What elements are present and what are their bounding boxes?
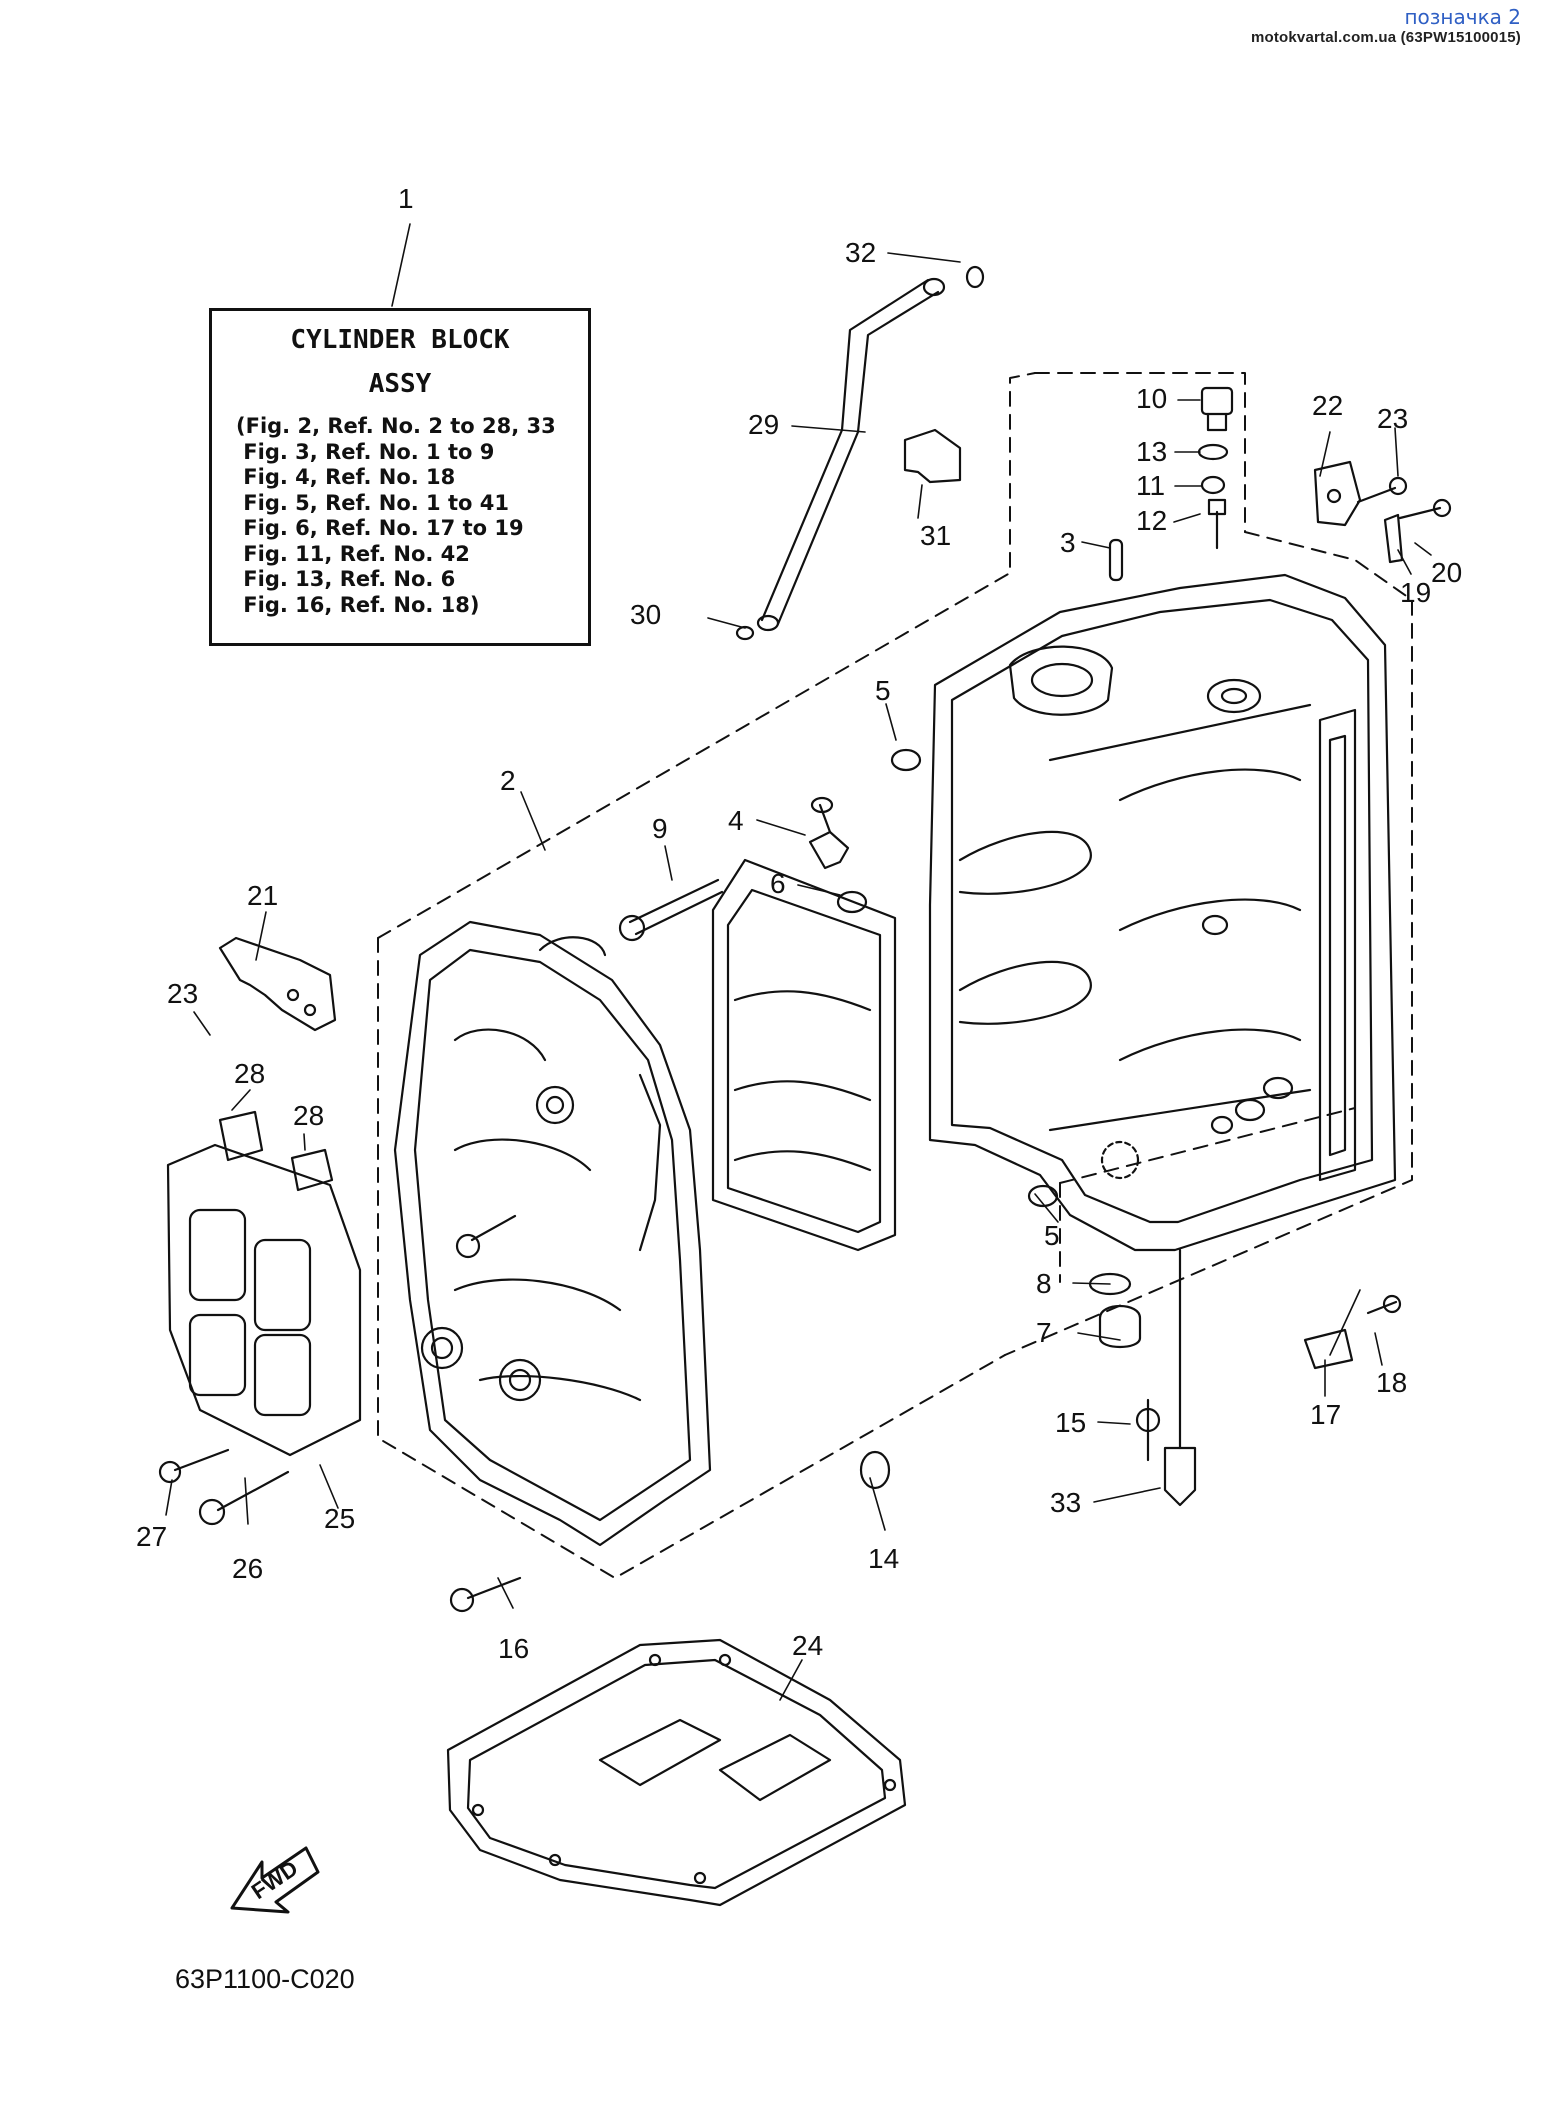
callout-17: 17 [1310, 1399, 1341, 1430]
cylinder-block-assy-box: CYLINDER BLOCK ASSY (Fig. 2, Ref. No. 2 … [209, 308, 591, 646]
diagram-code: 63P1100-C020 [175, 1964, 355, 1994]
page-header: позначка 2 motokvartal.com.ua (63PW15100… [1250, 5, 1521, 47]
callout-5: 5 [1044, 1220, 1060, 1251]
callout-10: 10 [1136, 383, 1167, 414]
callout-2: 2 [500, 765, 516, 796]
ref-line: Fig. 3, Ref. No. 1 to 9 [236, 439, 495, 464]
callout-12: 12 [1136, 505, 1167, 536]
dowel-pin [890, 748, 922, 772]
callout-9: 9 [652, 813, 668, 844]
ref-line: Fig. 6, Ref. No. 17 to 19 [236, 516, 524, 540]
leader-lines [165, 223, 1432, 1701]
callout-19: 19 [1400, 577, 1431, 608]
clip-part-17 [1303, 1328, 1354, 1370]
dowel-pin [836, 890, 868, 914]
callout-21: 21 [247, 880, 278, 911]
callout-8: 8 [1036, 1268, 1052, 1299]
callout-20: 20 [1431, 557, 1462, 588]
ref-line: Fig. 16, Ref. No. 18) [236, 592, 480, 617]
exhaust-cover-plate [711, 858, 897, 1252]
callout-29: 29 [748, 409, 779, 440]
cylinder-block-casting [928, 573, 1397, 1252]
plug-part-7 [1098, 1305, 1142, 1349]
callout-25: 25 [324, 1503, 355, 1534]
callout-18: 18 [1376, 1367, 1407, 1398]
callout-26: 26 [232, 1553, 263, 1584]
o-ring-part-14 [859, 1450, 891, 1490]
gasket-part-24 [446, 1638, 907, 1907]
ref-line: Fig. 11, Ref. No. 42 [236, 541, 470, 566]
crankcase-casting [393, 920, 712, 1547]
ref-line: Fig. 5, Ref. No. 1 to 41 [236, 490, 509, 515]
callout-7: 7 [1036, 1317, 1052, 1348]
callout-28: 28 [293, 1100, 324, 1131]
callout-1: 1 [398, 183, 414, 214]
callout-24: 24 [792, 1630, 823, 1661]
callout-5: 5 [875, 675, 891, 706]
ref-box-title-line2: ASSY [368, 369, 432, 399]
nut-part-11 [1200, 475, 1226, 495]
pin-part-3 [1108, 538, 1124, 582]
ref-line: (Fig. 2, Ref. No. 2 to 28, 33 [236, 414, 556, 438]
callout-23: 23 [167, 978, 198, 1009]
washer-part-13 [1197, 443, 1229, 461]
bolt-set [158, 386, 1452, 1613]
callout-11: 11 [1136, 470, 1165, 501]
callout-15: 15 [1055, 1407, 1086, 1438]
clip-part-30 [735, 625, 755, 641]
assembly-frame-lines [377, 372, 1413, 1579]
callout-30: 30 [630, 599, 661, 630]
clip-part-32 [965, 265, 985, 289]
plate-part-19 [1383, 513, 1404, 564]
callout-27: 27 [136, 1521, 167, 1552]
callout-14: 14 [868, 1543, 899, 1574]
callout-32: 32 [845, 237, 876, 268]
callout-23: 23 [1377, 403, 1408, 434]
callout-labels: 1 2 3 4 5 5 6 7 8 9 10 11 12 13 14 15 16… [136, 183, 1462, 1664]
clip-part-31 [903, 428, 962, 484]
bookmark-link[interactable]: позначка 2 [1404, 5, 1521, 29]
hose-part-29 [756, 277, 946, 632]
ref-box-title-line1: CYLINDER BLOCK [290, 325, 510, 355]
source-caption: motokvartal.com.ua (63PW15100015) [1250, 29, 1521, 46]
ref-box-reference-list: (Fig. 2, Ref. No. 2 to 28, 33 Fig. 3, Re… [236, 414, 556, 618]
callout-3: 3 [1060, 527, 1076, 558]
forward-arrow-icon: FWD [230, 1846, 320, 1914]
fitting-part-33 [1163, 1446, 1197, 1507]
callout-33: 33 [1050, 1487, 1081, 1518]
ref-line: Fig. 4, Ref. No. 18 [236, 465, 456, 489]
fitting-part-4 [808, 830, 850, 870]
callout-22: 22 [1312, 390, 1343, 421]
callout-13: 13 [1136, 436, 1167, 467]
callout-28: 28 [234, 1058, 265, 1089]
callout-16: 16 [498, 1633, 529, 1664]
ref-line: Fig. 13, Ref. No. 6 [236, 567, 456, 591]
bracket-part-22 [1313, 460, 1362, 527]
callout-31: 31 [920, 520, 951, 551]
callout-4: 4 [728, 805, 744, 836]
callout-6: 6 [770, 868, 786, 899]
bracket-part-21 [218, 936, 337, 1032]
thermostat-assembly [166, 1110, 362, 1457]
o-ring-part-8 [1088, 1272, 1132, 1296]
dowel-pin [1027, 1184, 1059, 1208]
